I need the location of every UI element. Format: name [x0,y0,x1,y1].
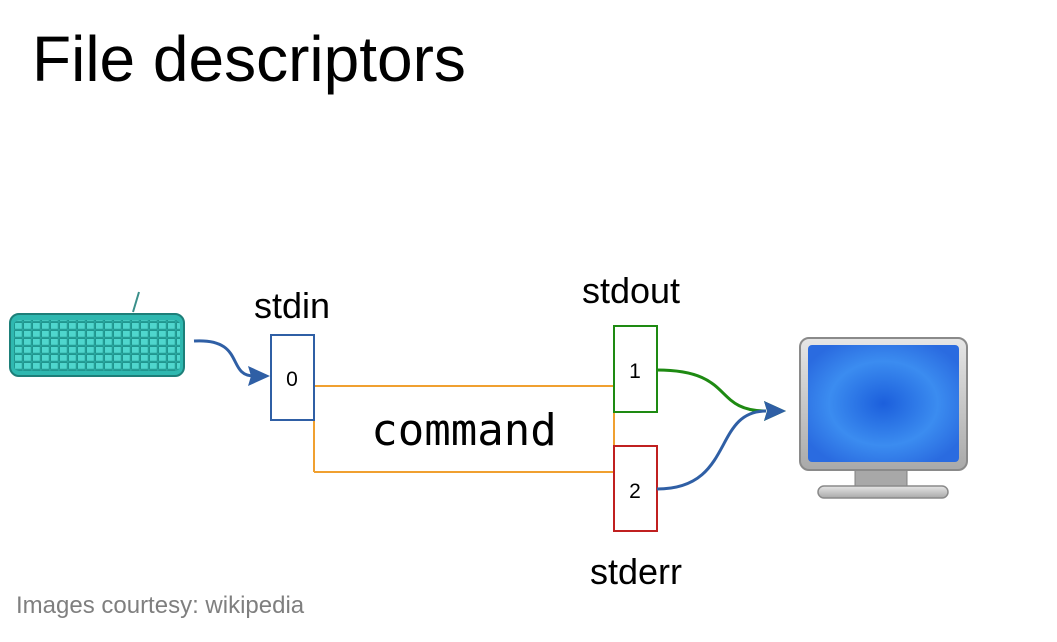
stdout-label: stdout [582,270,680,311]
stdin-arrow [193,339,270,386]
stdin-fd: 0 [286,368,298,391]
stderr-fd: 2 [629,480,641,503]
image-credit: Images courtesy: wikipedia [16,592,305,619]
slide-title: File descriptors [32,23,466,95]
stderr-label: stderr [590,551,682,592]
command-process [313,385,615,473]
stdout-box [613,325,658,413]
command-label: command [371,405,556,456]
stdin-label: stdin [254,285,330,326]
monitor-icon [799,337,968,499]
stderr-box [613,445,658,532]
keyboard-icon [9,291,185,377]
stdin-box [270,334,315,421]
stderr-arrow [656,401,786,491]
stdout-fd: 1 [629,360,641,383]
